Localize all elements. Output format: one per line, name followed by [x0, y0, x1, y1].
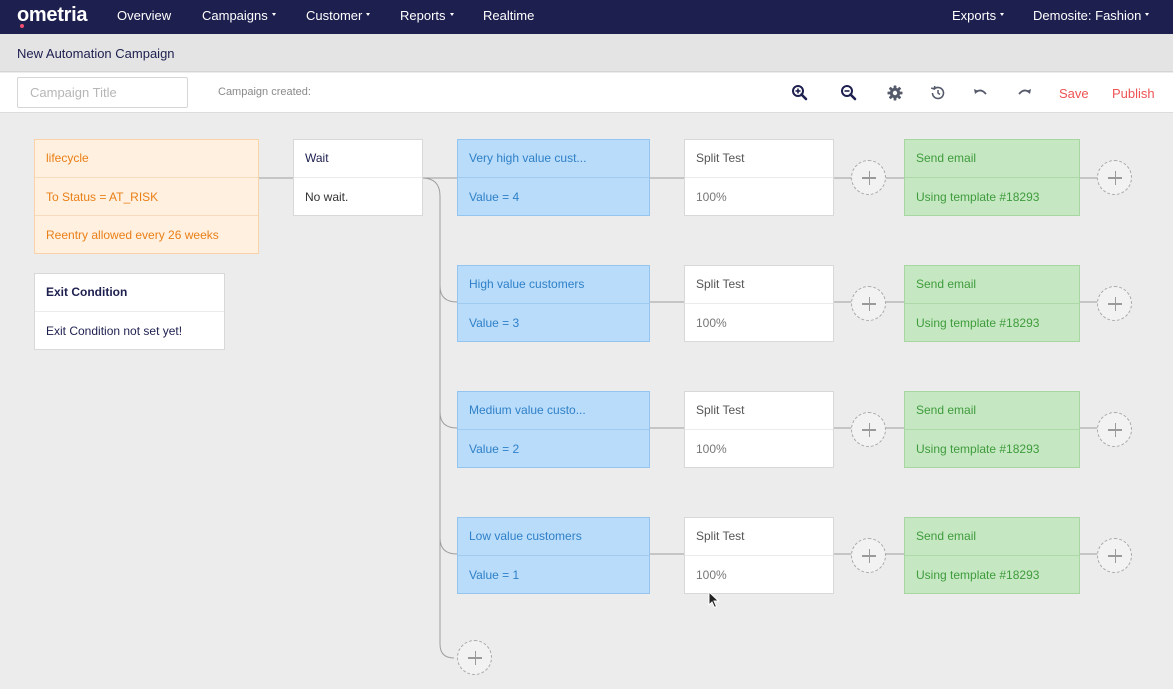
split-test-value: 100%	[685, 303, 833, 341]
send-email-node[interactable]: Send email Using template #18293	[904, 517, 1080, 594]
ometria-logo[interactable]: ometria	[17, 4, 88, 28]
add-step-button[interactable]	[1097, 160, 1132, 195]
caret-down-icon	[1000, 13, 1005, 17]
nav-realtime[interactable]: Realtime	[483, 8, 534, 23]
zoom-out-icon[interactable]	[839, 83, 859, 103]
send-email-node[interactable]: Send email Using template #18293	[904, 139, 1080, 216]
caret-down-icon	[366, 13, 371, 17]
campaign-created-label: Campaign created:	[218, 86, 311, 98]
segment-node[interactable]: Low value customers Value = 1	[457, 517, 650, 594]
flow-connectors	[258, 177, 1097, 659]
split-test-node[interactable]: Split Test 100%	[684, 391, 834, 468]
send-email-title: Send email	[916, 403, 977, 417]
exit-condition-node[interactable]: Exit Condition Exit Condition not set ye…	[34, 273, 225, 350]
automation-canvas[interactable]: lifecycle To Status = AT_RISK Reentry al…	[0, 114, 1173, 689]
add-step-button[interactable]	[851, 412, 886, 447]
segment-node[interactable]: High value customers Value = 3	[457, 265, 650, 342]
send-email-title: Send email	[916, 151, 977, 165]
wait-node[interactable]: Wait No wait.	[293, 139, 423, 216]
trigger-title: lifecycle	[46, 151, 89, 165]
nav-reports-label: Reports	[400, 8, 446, 23]
undo-icon[interactable]	[971, 83, 991, 103]
exit-condition-value: Exit Condition not set yet!	[35, 311, 224, 349]
trigger-reentry: Reentry allowed every 26 weeks	[35, 215, 258, 253]
wait-value: No wait.	[294, 177, 422, 215]
campaign-title-input[interactable]	[17, 77, 188, 108]
trigger-node[interactable]: lifecycle To Status = AT_RISK Reentry al…	[34, 139, 259, 254]
send-email-title: Send email	[916, 277, 977, 291]
split-test-title: Split Test	[696, 529, 745, 543]
segment-node[interactable]: Medium value custo... Value = 2	[457, 391, 650, 468]
send-email-template: Using template #18293	[905, 429, 1079, 467]
nav-campaigns-label: Campaigns	[202, 8, 268, 23]
split-test-value: 100%	[685, 555, 833, 593]
split-test-node[interactable]: Split Test 100%	[684, 265, 834, 342]
mouse-cursor-icon	[708, 591, 720, 609]
segment-title: High value customers	[469, 277, 585, 291]
nav-demosite[interactable]: Demosite: Fashion	[1033, 8, 1150, 23]
segment-node[interactable]: Very high value cust... Value = 4	[457, 139, 650, 216]
split-test-title: Split Test	[696, 403, 745, 417]
nav-reports[interactable]: Reports	[400, 8, 454, 23]
segment-value: Value = 4	[458, 177, 649, 215]
nav-customer[interactable]: Customer	[306, 8, 371, 23]
nav-realtime-label: Realtime	[483, 8, 535, 23]
logo-text: ometria	[17, 4, 88, 26]
page-title: New Automation Campaign	[17, 46, 175, 61]
split-test-value: 100%	[685, 177, 833, 215]
nav-overview-label: Overview	[117, 8, 172, 23]
history-icon[interactable]	[928, 83, 948, 103]
send-email-template: Using template #18293	[905, 303, 1079, 341]
nav-exports-label: Exports	[952, 8, 997, 23]
caret-down-icon	[449, 13, 454, 17]
split-test-node[interactable]: Split Test 100%	[684, 517, 834, 594]
add-step-button[interactable]	[1097, 538, 1132, 573]
add-step-button[interactable]	[851, 160, 886, 195]
trigger-status: To Status = AT_RISK	[35, 177, 258, 215]
zoom-in-icon[interactable]	[790, 83, 810, 103]
nav-exports[interactable]: Exports	[952, 8, 1005, 23]
segment-value: Value = 2	[458, 429, 649, 467]
gear-icon[interactable]	[885, 83, 905, 103]
nav-overview[interactable]: Overview	[117, 8, 171, 23]
nav-customer-label: Customer	[306, 8, 363, 23]
publish-button[interactable]: Publish	[1112, 86, 1155, 101]
add-step-button[interactable]	[1097, 286, 1132, 321]
add-step-button[interactable]	[851, 286, 886, 321]
wait-title: Wait	[305, 151, 329, 165]
segment-title: Very high value cust...	[469, 151, 587, 165]
save-button[interactable]: Save	[1059, 86, 1089, 101]
send-email-template: Using template #18293	[905, 177, 1079, 215]
add-step-button[interactable]	[851, 538, 886, 573]
caret-down-icon	[1145, 13, 1150, 17]
send-email-node[interactable]: Send email Using template #18293	[904, 391, 1080, 468]
logo-dot	[20, 24, 24, 28]
split-test-node[interactable]: Split Test 100%	[684, 139, 834, 216]
segment-value: Value = 3	[458, 303, 649, 341]
nav-demosite-label: Demosite: Fashion	[1033, 8, 1142, 23]
campaign-toolbar: Campaign created: Save Publish	[0, 73, 1173, 113]
segment-title: Medium value custo...	[469, 403, 586, 417]
redo-icon[interactable]	[1014, 83, 1034, 103]
send-email-node[interactable]: Send email Using template #18293	[904, 265, 1080, 342]
caret-down-icon	[271, 13, 276, 17]
exit-condition-title: Exit Condition	[46, 285, 128, 299]
top-nav: ometria Overview Campaigns Customer Repo…	[0, 0, 1173, 34]
title-bar: New Automation Campaign	[0, 34, 1173, 72]
split-test-title: Split Test	[696, 277, 745, 291]
split-test-value: 100%	[685, 429, 833, 467]
add-step-button[interactable]	[1097, 412, 1132, 447]
send-email-title: Send email	[916, 529, 977, 543]
add-branch-button[interactable]	[457, 640, 492, 675]
segment-title: Low value customers	[469, 529, 582, 543]
nav-campaigns[interactable]: Campaigns	[202, 8, 276, 23]
send-email-template: Using template #18293	[905, 555, 1079, 593]
split-test-title: Split Test	[696, 151, 745, 165]
segment-value: Value = 1	[458, 555, 649, 593]
